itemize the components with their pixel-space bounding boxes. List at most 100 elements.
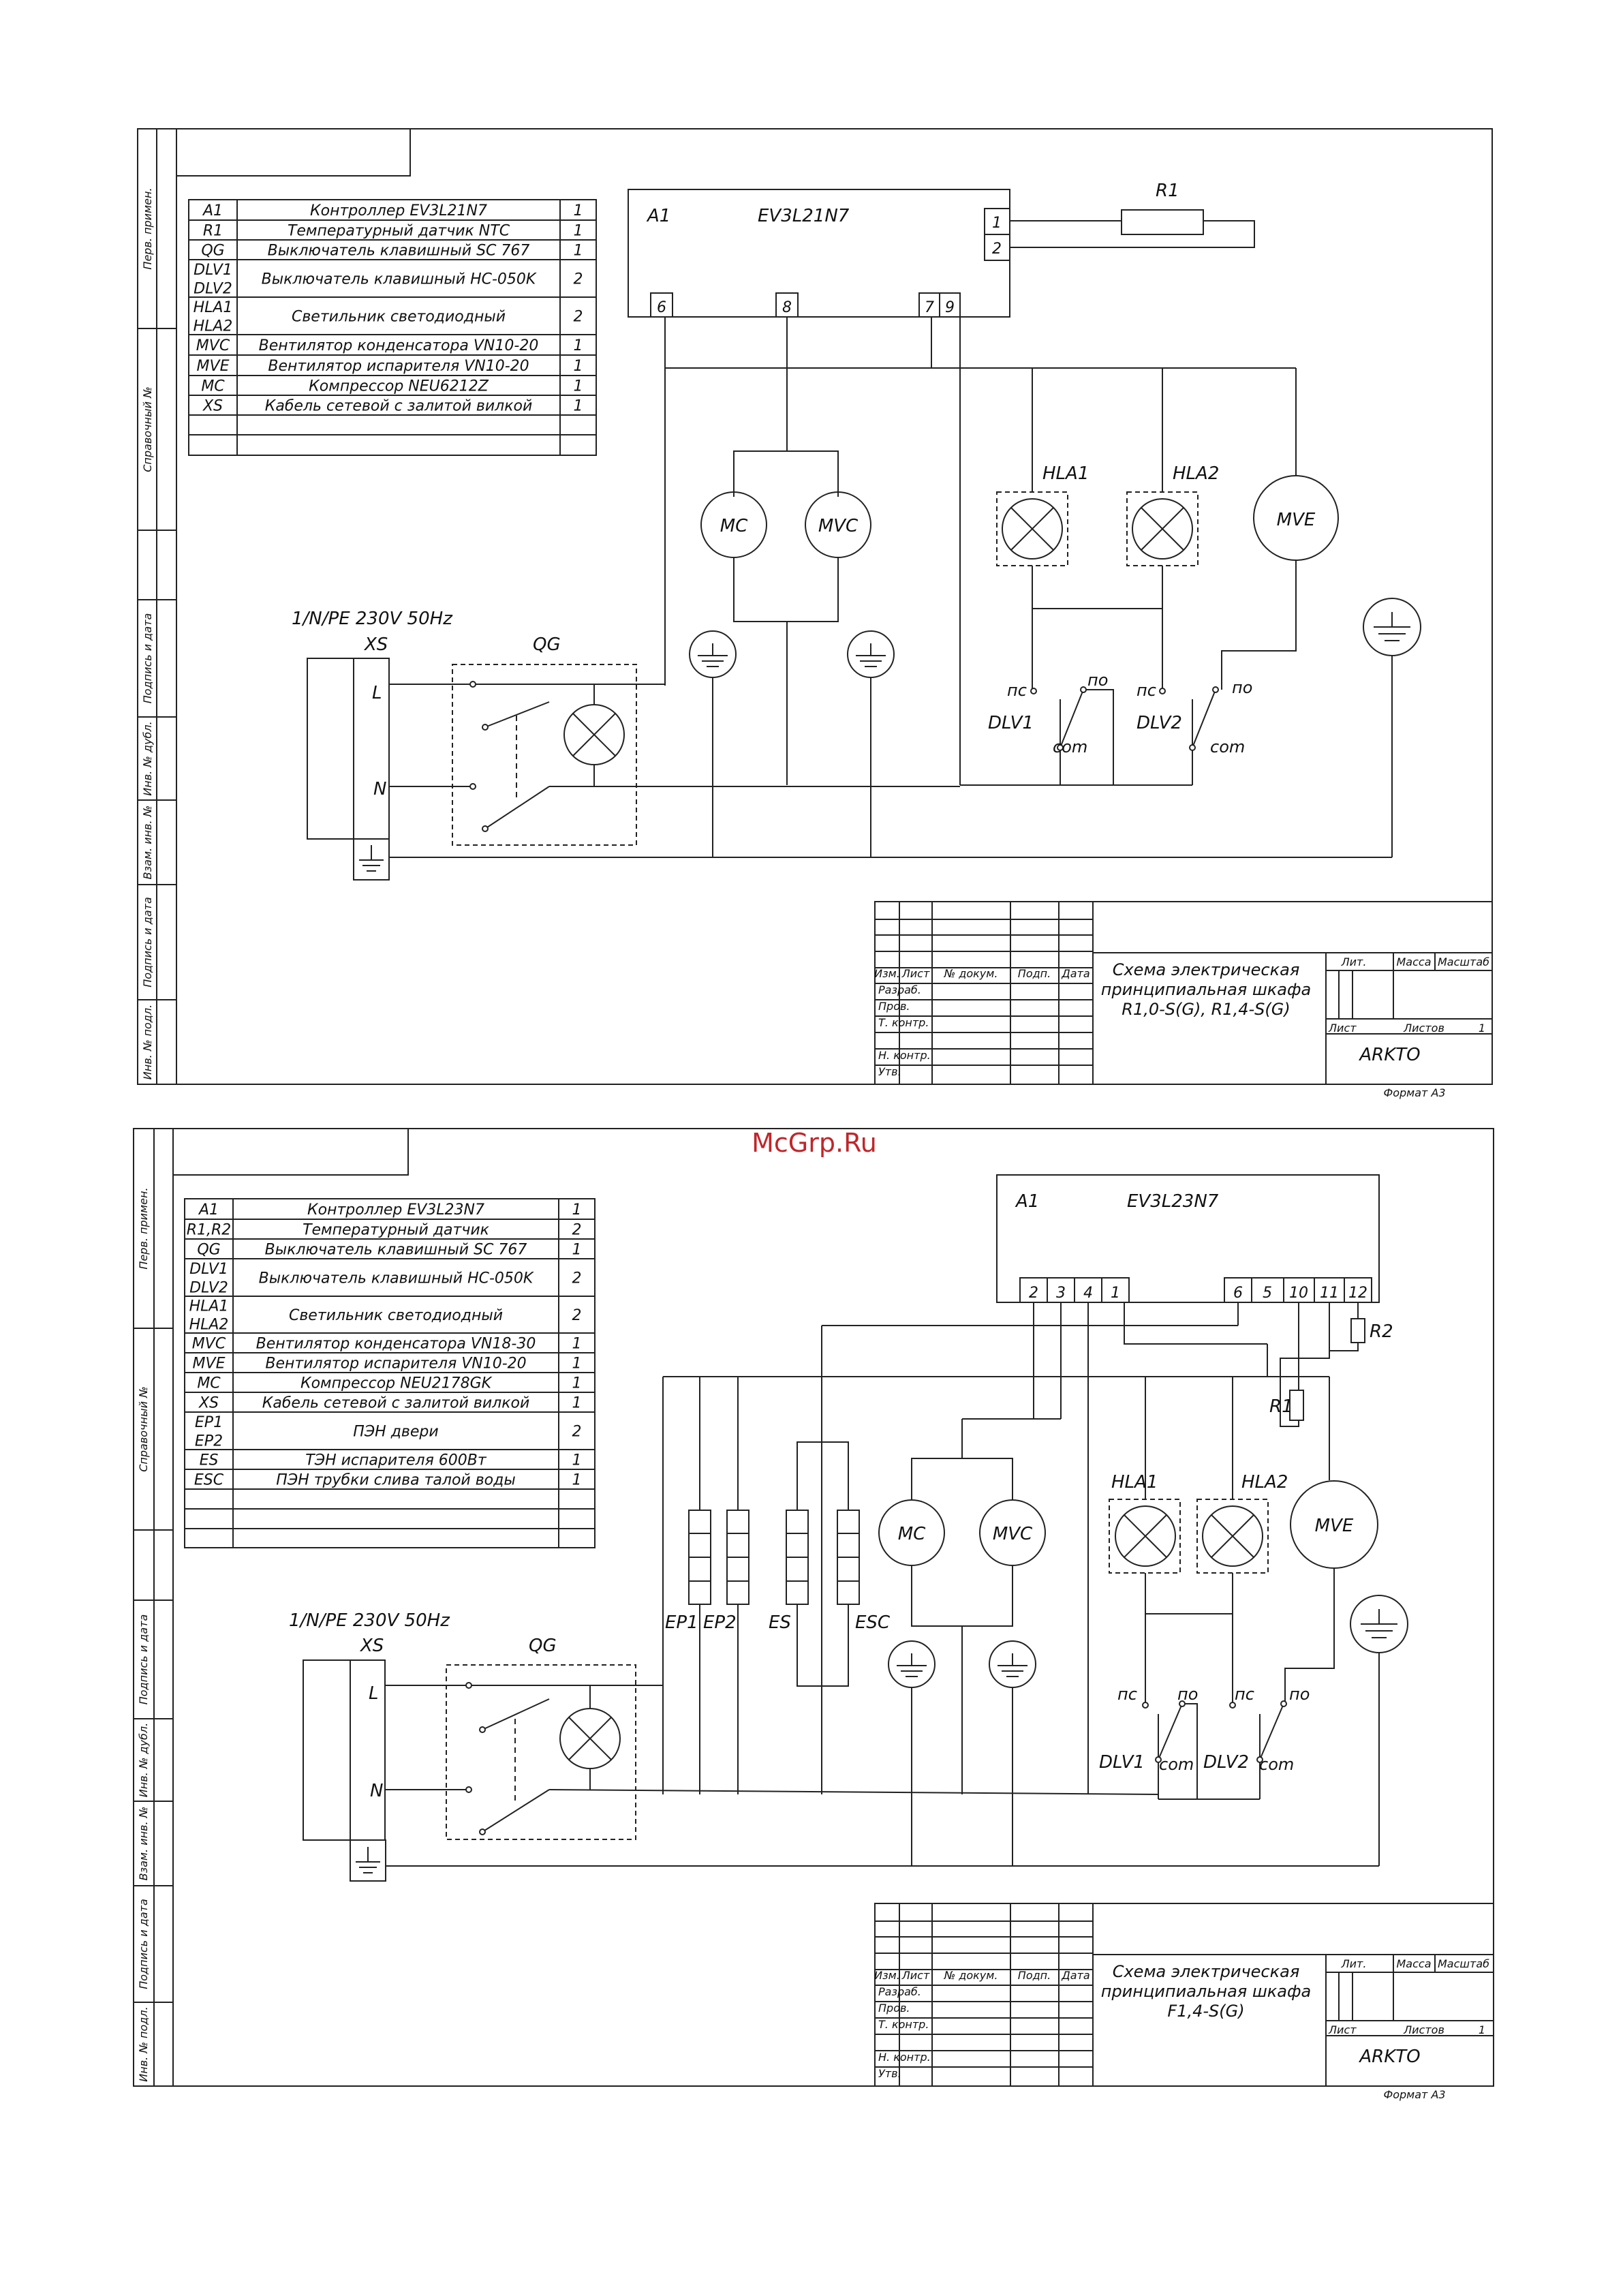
- resistor-r2: [1350, 1318, 1365, 1343]
- bom-description: Компрессор NEU6212Z: [309, 378, 489, 395]
- heater-label: EP2: [703, 1612, 737, 1633]
- stamp-row: Утв.: [878, 2067, 901, 2080]
- resistor-label: R1: [1156, 181, 1179, 201]
- bom-code: HLA1: [194, 299, 233, 316]
- stamp-header: Масштаб: [1438, 1957, 1489, 1970]
- terminal: 4: [1083, 1285, 1093, 1302]
- format-label: Формат А3: [1383, 2088, 1445, 2101]
- stamp-row: Пров.: [878, 1000, 910, 1013]
- bom-description: Компрессор NEU2178GK: [300, 1375, 493, 1392]
- sheet-1-ground-symbols: [359, 612, 1410, 872]
- sheet-number: 1: [1479, 2023, 1485, 2036]
- side-label: Перв. примен.: [137, 1187, 150, 1269]
- terminal: 5: [1263, 1285, 1272, 1302]
- motor-label: MVC: [818, 516, 859, 536]
- bom-code: MVE: [193, 1356, 226, 1373]
- stamp-row: Т. контр.: [878, 1016, 929, 1029]
- lamp-label: HLA2: [1241, 1472, 1288, 1493]
- side-label: Подпись и дата: [137, 1614, 150, 1705]
- sheet-2-bom-table: [184, 1198, 596, 1548]
- drawing-title: Схема электрическая: [1113, 1962, 1300, 1981]
- side-label: Перв. примен.: [141, 187, 154, 269]
- terminal: 9: [945, 299, 955, 316]
- bom-quantity: 1: [572, 1395, 582, 1412]
- terminal: 6: [657, 299, 666, 316]
- controller-label: A1: [646, 206, 670, 226]
- bom-description: Вентилятор конденсатора VN10-20: [259, 337, 539, 354]
- side-label: Справочный №: [141, 386, 154, 472]
- motor-label: MC: [898, 1524, 926, 1544]
- plug-xs: [307, 658, 390, 840]
- bom-code: DLV2: [194, 280, 232, 297]
- stamp-header: № докум.: [944, 967, 998, 980]
- bom-description: Выключатель клавишный HC-050K: [262, 271, 537, 288]
- bom-description: ПЭН двери: [353, 1424, 438, 1441]
- bom-quantity: 1: [574, 202, 583, 219]
- bom-quantity: 2: [572, 1270, 582, 1287]
- sheet-1-title-block: [874, 901, 1493, 1085]
- drawing-title: F1,4-S(G): [1167, 2002, 1244, 2021]
- side-label: Инв. № подл.: [137, 2006, 150, 2081]
- switch-qg-2: [446, 1664, 636, 1840]
- contact-label: com: [1159, 1755, 1194, 1774]
- bom-code: MVC: [196, 337, 230, 354]
- bom-quantity: 2: [572, 1424, 582, 1441]
- switch-qg: [452, 664, 637, 846]
- bom-code: A1: [202, 202, 223, 219]
- side-label: Взам. инв. №: [141, 806, 154, 880]
- bom-code: A1: [198, 1201, 219, 1219]
- stamp-row: Н. контр.: [878, 2051, 931, 2064]
- plug-xs-2: [303, 1659, 386, 1841]
- bom-code: QG: [197, 1242, 220, 1259]
- heater-label: ESC: [855, 1612, 891, 1633]
- sheet-1: [137, 128, 1493, 1085]
- contact-label: com: [1259, 1755, 1294, 1774]
- side-label: Подпись и дата: [137, 1899, 150, 1989]
- contact-label: пс: [1117, 1685, 1137, 1704]
- bom-quantity: 1: [574, 358, 583, 375]
- bom-description: Выключатель клавишный SC 767: [268, 243, 530, 260]
- bom-quantity: 1: [574, 243, 583, 260]
- bom-description: Светильник светодиодный: [292, 309, 506, 326]
- bom-description: Выключатель клавишный SC 767: [265, 1242, 527, 1259]
- controller-model: EV3L23N7: [1127, 1191, 1219, 1212]
- line-label: L: [372, 683, 382, 703]
- switch-label: DLV1: [1099, 1752, 1145, 1773]
- bom-quantity: 1: [574, 398, 583, 415]
- neutral-label: N: [370, 1781, 383, 1801]
- stamp-header: Масштаб: [1438, 955, 1489, 968]
- bom-description: Кабель сетевой с залитой вилкой: [262, 1395, 530, 1412]
- side-label: Инв. № дубл.: [137, 1723, 150, 1797]
- plug-label: XS: [359, 1636, 384, 1656]
- bom-description: Температурный датчик: [303, 1222, 490, 1239]
- terminal: 7: [925, 299, 934, 316]
- stamp-header: Дата: [1061, 967, 1089, 980]
- bom-quantity: 1: [572, 1375, 582, 1392]
- heater-label: ES: [769, 1612, 791, 1633]
- terminal: 10: [1289, 1285, 1308, 1302]
- side-label: Инв. № дубл.: [141, 721, 154, 795]
- stamp-header: Лист: [901, 967, 930, 980]
- bom-description: Светильник светодиодный: [289, 1307, 503, 1324]
- contact-label: пс: [1235, 1685, 1254, 1704]
- contact-dots: [465, 681, 1287, 1835]
- stamp-header: № докум.: [944, 1969, 998, 1982]
- lamp-label: HLA2: [1173, 463, 1219, 484]
- stamp-row: Н. контр.: [878, 1049, 931, 1062]
- stamp-header: Дата: [1061, 1969, 1089, 1982]
- bom-quantity: 1: [572, 1201, 582, 1219]
- stamp-header: Масса: [1396, 955, 1431, 968]
- company-name: ARKTO: [1358, 1045, 1420, 1065]
- sheet-2: [133, 1128, 1494, 2087]
- side-label: Справочный №: [137, 1386, 150, 1471]
- bom-quantity: 1: [572, 1242, 582, 1259]
- terminal: 11: [1320, 1285, 1339, 1302]
- stamp-header: Лист: [1328, 2023, 1357, 2036]
- stamp-row: Т. контр.: [878, 2018, 929, 2031]
- stamp-header: Листов: [1403, 2023, 1444, 2036]
- switch-label: DLV1: [988, 713, 1034, 733]
- stamp-row: Утв.: [878, 1065, 901, 1078]
- bom-code: QG: [201, 243, 224, 260]
- bom-quantity: 1: [574, 378, 583, 395]
- stamp-row: Пров.: [878, 2002, 910, 2015]
